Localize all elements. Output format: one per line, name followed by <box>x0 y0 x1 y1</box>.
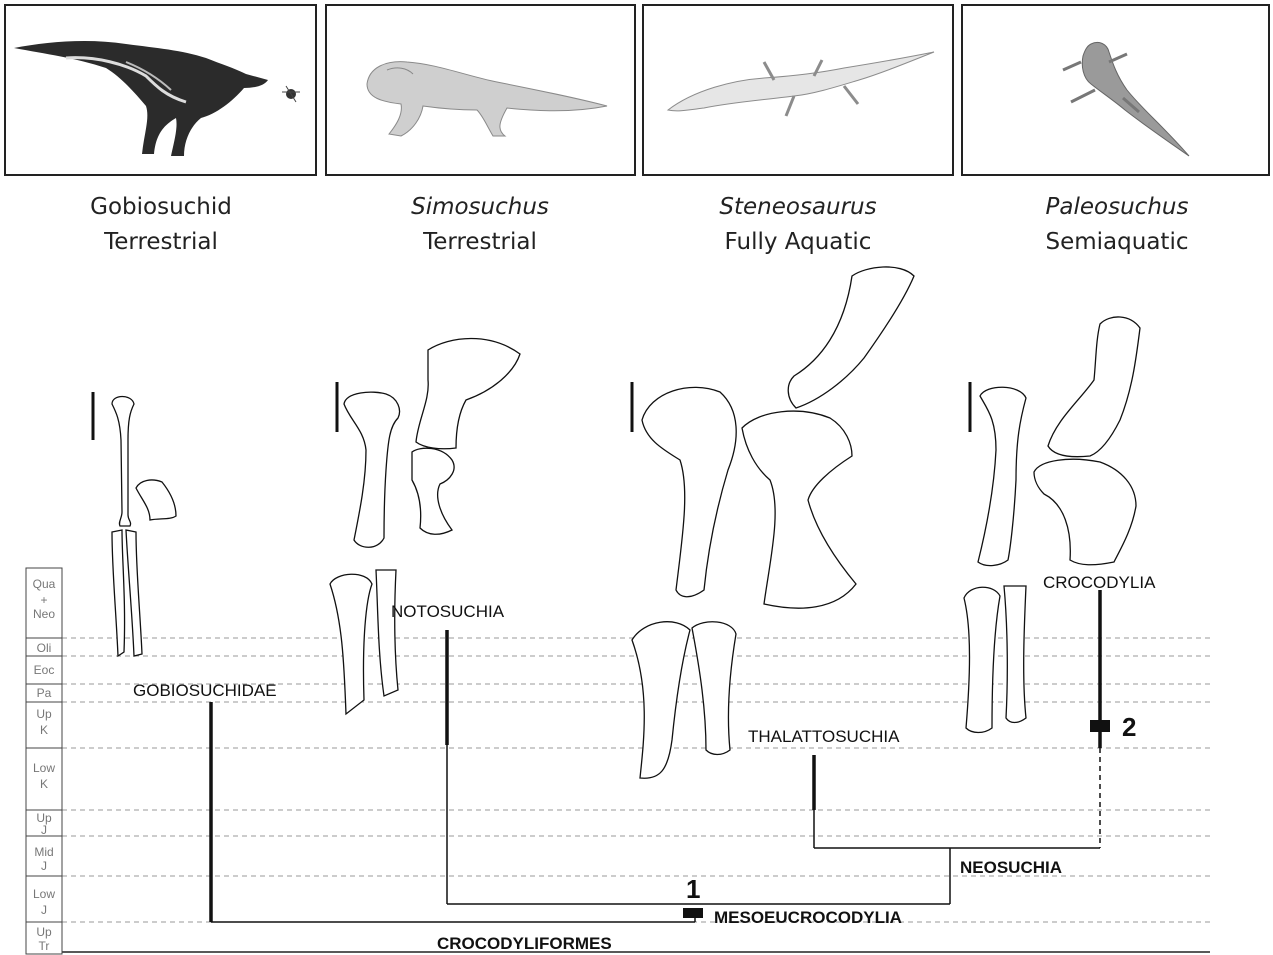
epoch-label: K <box>40 723 48 737</box>
epoch-label: Neo <box>33 607 55 621</box>
node-marker-1 <box>683 908 703 918</box>
clade-label-crocodyliformes: CROCODYLIFORMES <box>437 934 612 953</box>
node-number-2: 2 <box>1122 712 1136 742</box>
epoch-label: Up <box>36 707 52 721</box>
node-marker-2 <box>1090 720 1110 732</box>
fibula-gobiosuchid <box>126 530 142 656</box>
taxon-name: Paleosuchus <box>957 190 1273 225</box>
bone-outlines <box>93 267 1140 778</box>
photo-paleosuchus <box>961 4 1270 176</box>
ischium-paleosuchus <box>1034 459 1136 565</box>
epoch-label: Mid <box>34 845 53 859</box>
caption-simosuchus: Simosuchus Terrestrial <box>320 190 640 260</box>
fibula-simosuchus <box>376 570 398 696</box>
epoch-label: Up <box>36 811 52 825</box>
tibia-paleosuchus <box>964 587 1000 732</box>
clade-label-neosuchia: NEOSUCHIA <box>960 858 1062 877</box>
pelvis-gobiosuchid <box>136 480 176 520</box>
habitat-label: Terrestrial <box>1 225 321 260</box>
ilium-paleosuchus <box>1048 317 1140 457</box>
caption-paleosuchus: Paleosuchus Semiaquatic <box>957 190 1273 260</box>
ischium-steneosaurus <box>742 411 856 608</box>
horizon-lines <box>62 638 1210 922</box>
epoch-label: J <box>41 823 47 837</box>
epoch-label: J <box>41 903 47 917</box>
ilium-steneosaurus <box>788 267 914 408</box>
steneosaurus-illustration <box>644 6 952 174</box>
clade-label-crocodylia: CROCODYLIA <box>1043 573 1156 592</box>
fibula-steneosaurus <box>692 622 736 755</box>
photo-steneosaurus <box>642 4 954 176</box>
epoch-label: Qua <box>33 577 56 591</box>
epoch-label: + <box>40 593 47 607</box>
epoch-label: Pa <box>37 686 52 700</box>
clade-label-thalattosuchia: THALATTOSUCHIA <box>748 727 900 746</box>
habitat-label: Fully Aquatic <box>638 225 958 260</box>
epoch-label: Tr <box>39 939 50 953</box>
taxon-name: Simosuchus <box>320 190 640 225</box>
habitat-label: Terrestrial <box>320 225 640 260</box>
femur-paleosuchus <box>978 387 1026 565</box>
ischium-simosuchus <box>412 448 454 534</box>
caption-gobiosuchid: Gobiosuchid Terrestrial <box>1 190 321 260</box>
fibula-paleosuchus <box>1004 586 1026 723</box>
femur-gobiosuchid <box>112 397 134 527</box>
epoch-label: Low <box>33 761 55 775</box>
tibia-gobiosuchid <box>112 530 125 656</box>
photo-gobiosuchid <box>4 4 317 176</box>
clade-label-notosuchia: NOTOSUCHIA <box>391 602 505 621</box>
paleosuchus-illustration <box>963 6 1268 174</box>
caption-steneosaurus: Steneosaurus Fully Aquatic <box>638 190 958 260</box>
epoch-label: Oli <box>37 641 52 655</box>
taxon-name: Steneosaurus <box>638 190 958 225</box>
clade-label-mesoeucrocodylia: MESOEUCROCODYLIA <box>714 908 902 927</box>
tree-branches <box>211 590 1100 922</box>
epoch-label: Eoc <box>34 663 55 677</box>
femur-steneosaurus <box>642 387 736 596</box>
habitat-label: Semiaquatic <box>957 225 1273 260</box>
ilium-simosuchus <box>416 339 520 449</box>
node-number-1: 1 <box>686 874 700 904</box>
simosuchus-illustration <box>327 6 634 174</box>
epoch-label: J <box>41 859 47 873</box>
taxon-name: Gobiosuchid <box>1 190 321 225</box>
gobiosuchid-illustration <box>6 6 315 174</box>
epoch-label: Low <box>33 887 55 901</box>
epoch-label: Up <box>36 925 52 939</box>
photo-simosuchus <box>325 4 636 176</box>
femur-simosuchus <box>344 392 400 547</box>
clade-label-gobiosuchidae: GOBIOSUCHIDAE <box>133 681 277 700</box>
timescale-column: Qua + Neo Oli Eoc Pa Up K Low K Up J Mid… <box>26 568 62 954</box>
tibia-steneosaurus <box>632 622 690 779</box>
epoch-label: K <box>40 777 48 791</box>
tibia-simosuchus <box>330 574 372 714</box>
